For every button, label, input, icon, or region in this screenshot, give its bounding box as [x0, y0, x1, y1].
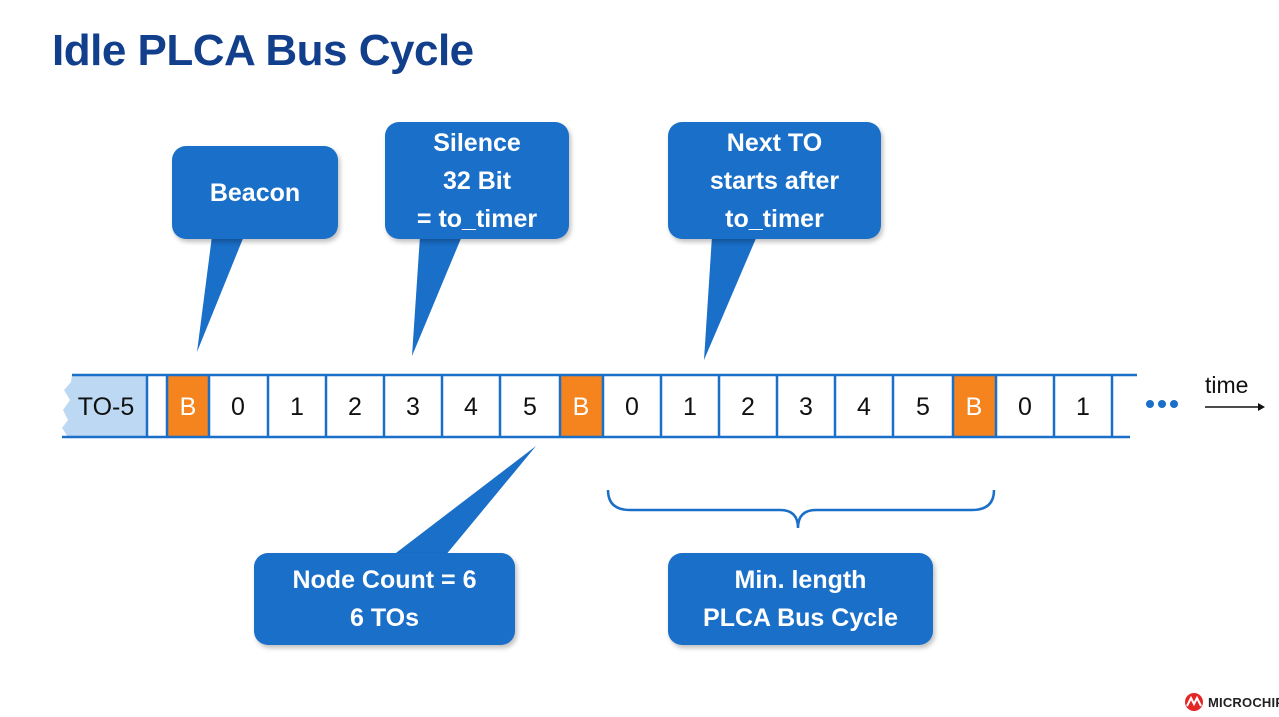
time-axis-label: time: [1205, 372, 1249, 398]
microchip-logo: MICROCHIP: [1183, 693, 1279, 711]
silence-callout: Silence 32 Bit = to_timer: [385, 122, 569, 239]
slot-label: 1: [1076, 393, 1090, 421]
beacon-slot-2: [560, 376, 603, 436]
first-slot-label: TO-5: [78, 393, 135, 421]
node-count-callout-line: 6 TOs: [349, 604, 419, 632]
dot: [1158, 400, 1166, 408]
slot-label: 2: [348, 393, 362, 421]
node-count-callout-pointer: [392, 446, 536, 556]
slot-label: B: [180, 393, 197, 421]
next-to-callout-line: to_timer: [725, 204, 824, 233]
slot-separators: [145, 375, 1114, 437]
slot-label: 5: [916, 393, 930, 421]
beacon-callout-pointer: [197, 236, 244, 352]
slot-label: B: [966, 393, 983, 421]
slot-label: 3: [406, 393, 420, 421]
dot: [1146, 400, 1154, 408]
beacon-slot-3: [953, 376, 996, 436]
beacon-slot-1: [167, 376, 209, 436]
node-count-callout: Node Count = 6 6 TOs: [254, 553, 515, 645]
first-slot-shape: [62, 375, 147, 437]
min-length-callout: Min. length PLCA Bus Cycle: [668, 553, 933, 645]
node-count-callout-line: Node Count = 6: [292, 566, 477, 594]
next-to-callout-pointer: [704, 236, 757, 360]
slot-label: 0: [1018, 393, 1032, 421]
slot-label: 1: [290, 393, 304, 421]
microchip-logo-text: MICROCHIP: [1208, 694, 1279, 710]
silence-callout-pointer: [412, 236, 462, 356]
slot-label: B: [573, 393, 590, 421]
min-length-callout-line: PLCA Bus Cycle: [703, 604, 898, 632]
slot-label: 4: [857, 393, 871, 421]
silence-callout-line: = to_timer: [416, 204, 538, 233]
cycle-brace: [606, 489, 996, 529]
slot-label: 5: [523, 393, 537, 421]
beacon-callout: Beacon: [172, 146, 338, 239]
continuation-dots: [1146, 400, 1178, 408]
microchip-logo-icon: [1185, 693, 1203, 711]
page-title: Idle PLCA Bus Cycle: [52, 26, 474, 75]
slot-labels: B 0 1 2 3 4 5 B 0 1 2 3 4 5 B 0 1: [180, 393, 1090, 421]
slot-label: 2: [741, 393, 755, 421]
beacon-callout-text: Beacon: [209, 178, 301, 207]
slot-label: 3: [799, 393, 813, 421]
slot-label: 4: [464, 393, 478, 421]
time-arrow-head: [1258, 403, 1265, 411]
dot: [1170, 400, 1178, 408]
slot-label: 0: [625, 393, 639, 421]
slot-label: 0: [231, 393, 245, 421]
silence-callout-line: 32 Bit: [442, 166, 512, 195]
silence-callout-line: Silence: [433, 128, 521, 157]
next-to-callout: Next TO starts after to_timer: [668, 122, 881, 239]
slot-label: 1: [683, 393, 697, 421]
min-length-callout-line: Min. length: [734, 566, 867, 594]
next-to-callout-line: starts after: [709, 166, 840, 195]
next-to-callout-line: Next TO: [726, 128, 823, 157]
